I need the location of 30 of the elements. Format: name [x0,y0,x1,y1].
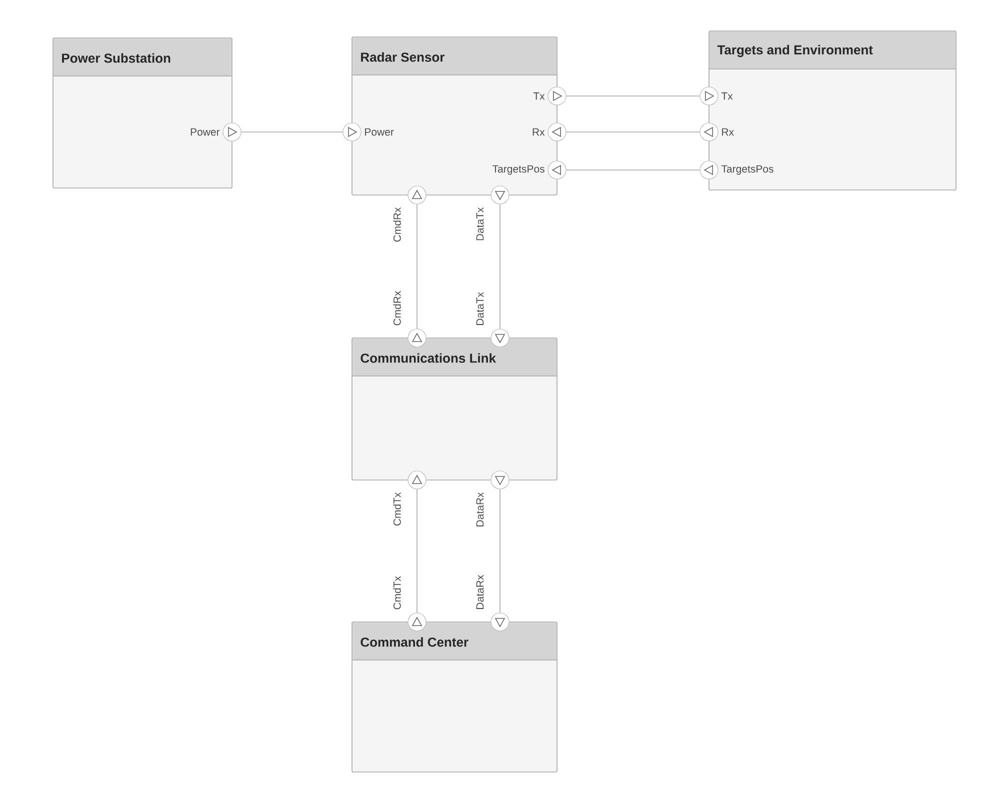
node-label: TargetsPos [721,165,774,175]
node-label: Rx [532,128,545,136]
node-label: DataTx [476,292,484,325]
port: DataTx [476,186,510,240]
node-label: CmdRx [393,207,401,242]
node-label: Power [365,128,394,136]
node-label: TargetsPos [492,165,544,175]
node-label: CmdTx [393,576,401,610]
component-box: Command Center [352,622,558,772]
node-label: CmdTx [393,492,401,526]
node-label: Tx [533,92,545,100]
port: Rx [532,122,566,142]
port: TargetsPos [492,160,566,180]
node-label: Rx [722,128,734,136]
port: CmdRx [393,186,426,242]
port: Power [342,122,394,142]
port: TargetsPos [700,160,774,180]
node-label: Power [190,128,220,136]
node-label: DataRx [476,492,484,526]
node-label: CmdRx [393,290,401,326]
node-label: DataRx [476,574,484,609]
node-label: Tx [721,92,733,100]
port: Rx [700,122,734,142]
port: Power [190,122,242,142]
port: Tx [700,86,733,106]
component-box: Communications Link [352,338,558,480]
connector-line [416,204,418,330]
node-label: DataTx [476,207,484,240]
port: Tx [533,86,566,106]
connector-line [416,488,418,614]
